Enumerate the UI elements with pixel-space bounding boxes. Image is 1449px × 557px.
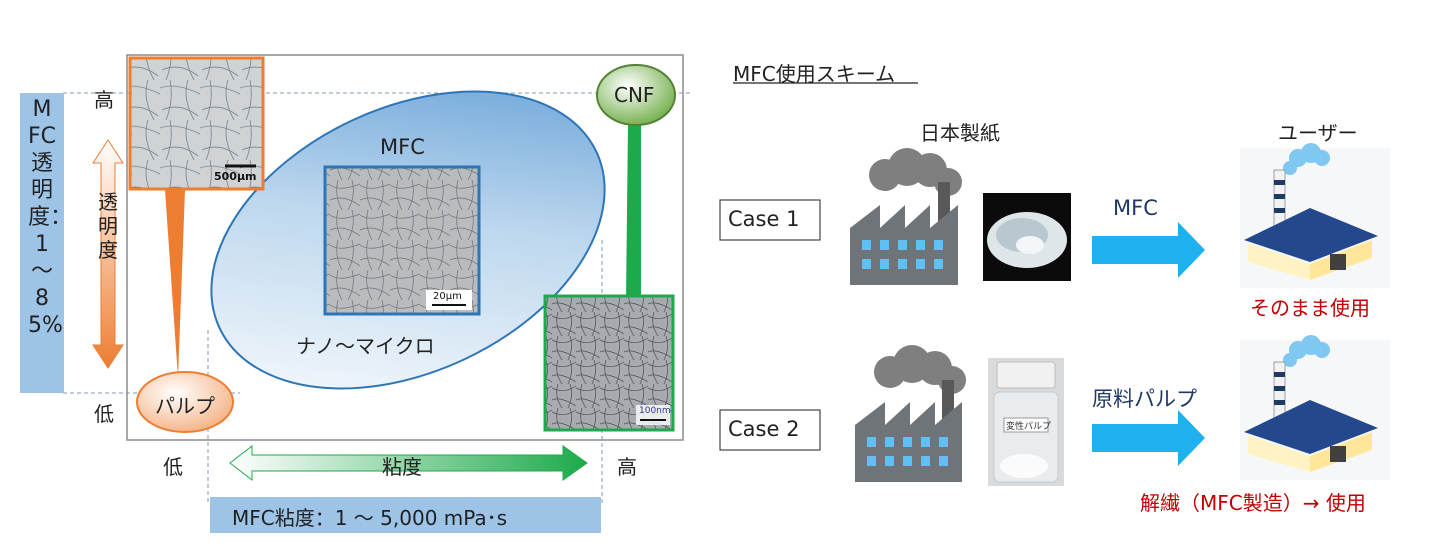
user-building-icon-1 <box>1240 143 1390 288</box>
cnf-scale-label: 100nm <box>639 406 671 416</box>
case1-arrow-label: MFC <box>1113 196 1158 220</box>
pulp-jar-photo <box>988 358 1064 486</box>
factory-icon-2 <box>855 345 966 482</box>
case2-result: 解繊（MFC製造）→ 使用 <box>1140 491 1366 515</box>
user-column-label: ユーザー <box>1278 121 1358 145</box>
transparency-range-box <box>20 93 64 393</box>
viscosity-arrow <box>229 444 588 482</box>
factory-icon-1 <box>850 148 962 285</box>
transparency-arrow <box>92 139 124 369</box>
case1-box <box>719 199 821 241</box>
pulp-bubble <box>136 371 234 433</box>
high-label-bottom: 高 <box>617 455 637 479</box>
maker-column-label: 日本製紙 <box>920 121 1000 145</box>
high-label-left: 高 <box>94 88 114 112</box>
jar-label: 変性パルプ <box>1006 422 1052 432</box>
mfc-label: MFC <box>380 135 425 159</box>
pulp-pointer <box>165 190 185 378</box>
cnf-label: CNF <box>614 83 655 107</box>
case1-label: Case 1 <box>728 207 800 231</box>
pulp-label: パルプ <box>155 394 215 418</box>
case1-arrow <box>1092 222 1205 278</box>
case2-arrow <box>1092 410 1205 466</box>
viscosity-arrow-label: 粘度 <box>382 455 422 479</box>
transparency-arrow-label: 透明度 <box>98 190 118 262</box>
mfc-micrograph <box>323 165 481 316</box>
low-label-bottom: 低 <box>163 455 183 479</box>
nano-micro-label: ナノ～マイクロ <box>296 334 435 358</box>
mfc-gel-photo <box>983 193 1071 281</box>
mfc-scale-label: 20μm <box>433 291 462 302</box>
case2-arrow-label: 原料パルプ <box>1092 387 1197 411</box>
low-label-left: 低 <box>94 402 114 426</box>
cnf-bubble <box>596 64 676 126</box>
transparency-range-label: MFC透明度：1～85% <box>28 97 73 338</box>
cnf-pointer <box>626 123 641 300</box>
viscosity-range-label: MFC粘度：1 ～ 5,000 mPa･s <box>232 506 508 530</box>
user-building-icon-2 <box>1240 335 1390 480</box>
pulp-scale-label: 500μm <box>214 170 257 183</box>
scheme-title: MFC使用スキーム <box>733 62 896 86</box>
case1-result: そのまま使用 <box>1250 296 1370 320</box>
case2-box <box>719 409 821 451</box>
case2-label: Case 2 <box>728 417 800 441</box>
viscosity-range-box <box>210 497 601 533</box>
